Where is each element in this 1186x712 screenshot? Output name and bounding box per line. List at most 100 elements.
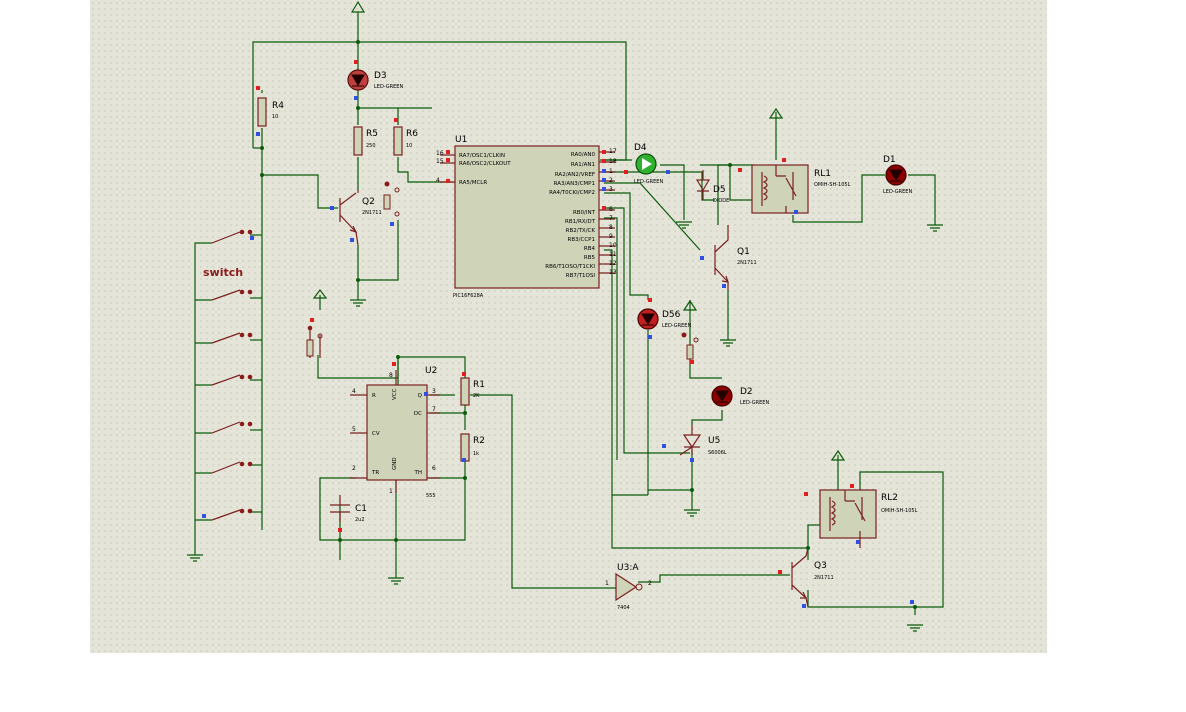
led-d3: D3 LED-GREEN xyxy=(347,69,403,91)
thyristor-u5: U5 S6006L xyxy=(679,425,727,456)
ground-q3 xyxy=(907,624,923,632)
d56-value: LED-GREEN xyxy=(662,323,691,329)
ground-symbols xyxy=(187,221,943,632)
u1-pin-number: 10 xyxy=(609,242,617,249)
transistor-q2: Q2 2N1711 xyxy=(339,190,382,246)
q2-ref: Q2 xyxy=(362,197,375,207)
ground-d1 xyxy=(927,224,943,232)
d56-ref: D56 xyxy=(662,310,681,320)
rl1-ref: RL1 xyxy=(814,169,831,179)
ground-d4 xyxy=(676,221,692,229)
q3-value: 2N1711 xyxy=(814,575,834,581)
u1-pin-name: RB6/T1OSO/T1CKI xyxy=(545,264,595,270)
r1-ref: R1 xyxy=(473,380,485,390)
ground-switch xyxy=(187,554,203,562)
c1-value: 2u2 xyxy=(355,517,365,523)
resistor-r1: R1 2K xyxy=(460,377,485,406)
u1-pin-name: RA5/MCLR xyxy=(459,180,487,186)
u2-pin-name: DC xyxy=(414,411,422,417)
r5-ref: R5 xyxy=(366,129,378,139)
u1-pin-number: 3 xyxy=(609,186,613,193)
u1-pin-number: 8 xyxy=(609,224,613,231)
ic-u1: U1 PIC16F628A RA7/OSC1/CLKIN16RA6/OSC2/C… xyxy=(436,135,617,299)
u3-pin-out: 2 xyxy=(648,580,652,587)
u2-pin-name: VCC xyxy=(392,388,398,400)
led-d56: D56 LED-GREEN xyxy=(637,308,691,330)
r4-value: 10 xyxy=(272,114,278,120)
r5-value: 250 xyxy=(366,143,376,149)
q2-value: 2N1711 xyxy=(362,210,382,216)
r6-ref: R6 xyxy=(406,129,418,139)
u1-pin-number: 7 xyxy=(609,215,613,222)
u5-ref: U5 xyxy=(708,436,720,446)
u1-pin-number: 16 xyxy=(436,150,444,157)
q1-ref: Q1 xyxy=(737,247,750,257)
u2-pin-number: 1 xyxy=(389,488,393,495)
c1-ref: C1 xyxy=(355,504,367,514)
inverter-u3a: U3:A 7404 1 2 xyxy=(605,563,652,611)
d3-value: LED-GREEN xyxy=(374,84,403,90)
r2-value: 1k xyxy=(473,451,479,457)
resistor-r5: R5 250 xyxy=(353,126,378,156)
u2-ref: U2 xyxy=(425,366,437,376)
u1-pin-number: 9 xyxy=(609,233,613,240)
power-arrow-rl1 xyxy=(768,107,784,119)
u3-ref: U3:A xyxy=(617,563,639,573)
u1-pin-name: RB4 xyxy=(584,246,596,252)
q3-ref: Q3 xyxy=(814,561,827,571)
u3-value: 7404 xyxy=(617,605,630,611)
u1-pin-number: 6 xyxy=(609,206,613,213)
r1-value: 2K xyxy=(473,393,480,399)
ground-555 xyxy=(388,577,404,585)
switch-label: switch xyxy=(203,266,243,279)
led-d4: D4 LED-GREEN xyxy=(634,143,663,185)
power-arrow-rl2 xyxy=(830,449,846,461)
u1-pin-name: RA1/AN1 xyxy=(571,162,595,168)
ground-q1 xyxy=(720,339,736,347)
u2-pin-name: R xyxy=(372,393,376,399)
u2-pin-number: 6 xyxy=(432,465,436,472)
r6-value: 10 xyxy=(406,143,412,149)
u1-pin-number: 18 xyxy=(609,158,617,165)
u1-value: PIC16F628A xyxy=(453,293,484,299)
u1-pin-number: 4 xyxy=(436,177,440,184)
u1-pin-name: RB7/T1OSI xyxy=(566,273,596,279)
u1-pin-name: RA3/AN3/CMP1 xyxy=(554,181,595,187)
q1-value: 2N1711 xyxy=(737,260,757,266)
u1-pin-number: 11 xyxy=(609,251,617,258)
u1-pin-number: 17 xyxy=(609,148,617,155)
power-arrow-switch xyxy=(312,289,328,299)
pin-markers xyxy=(202,60,914,608)
u1-pin-name: RB3/CCP1 xyxy=(568,237,595,243)
u3-pin-in: 1 xyxy=(605,580,609,587)
transistor-q3: Q3 2N1711 xyxy=(791,547,834,608)
u1-pin-number: 12 xyxy=(609,260,617,267)
u1-pin-name: RA6/OSC2/CLKOUT xyxy=(459,161,511,167)
capacitor-c1: C1 2u2 xyxy=(330,495,367,523)
r2-ref: R2 xyxy=(473,436,485,446)
d2-value: LED-GREEN xyxy=(740,400,769,406)
d5-ref: D5 xyxy=(713,185,726,195)
d4-value: LED-GREEN xyxy=(634,179,663,185)
d2-ref: D2 xyxy=(740,387,753,397)
u1-pin-name: RA7/OSC1/CLKIN xyxy=(459,153,505,159)
d3-ref: D3 xyxy=(374,71,387,81)
u2-pin-name: CV xyxy=(372,431,380,437)
ground-u5 xyxy=(684,509,700,517)
u2-pin-name: TR xyxy=(371,470,379,476)
led-d2: D2 LED-GREEN xyxy=(711,385,769,407)
u2-pin-number: 2 xyxy=(352,465,356,472)
power-arrow-d2 xyxy=(682,299,698,311)
relay-rl2: RL2 OMIH-SH-105L xyxy=(819,489,918,548)
u2-pin-number: 7 xyxy=(432,406,436,413)
u2-pin-name: GND xyxy=(392,457,398,470)
d5-value: DIODE xyxy=(713,198,729,204)
d4-ref: D4 xyxy=(634,143,647,153)
canvas-background xyxy=(90,0,1047,653)
u1-pin-name: RA4/T0CKI/CMP2 xyxy=(549,190,595,196)
u1-pin-number: 1 xyxy=(609,168,613,175)
rl1-value: OMIH-SH-105L xyxy=(814,182,851,188)
u1-ref: U1 xyxy=(455,135,467,145)
d1-value: LED-GREEN xyxy=(883,189,912,195)
